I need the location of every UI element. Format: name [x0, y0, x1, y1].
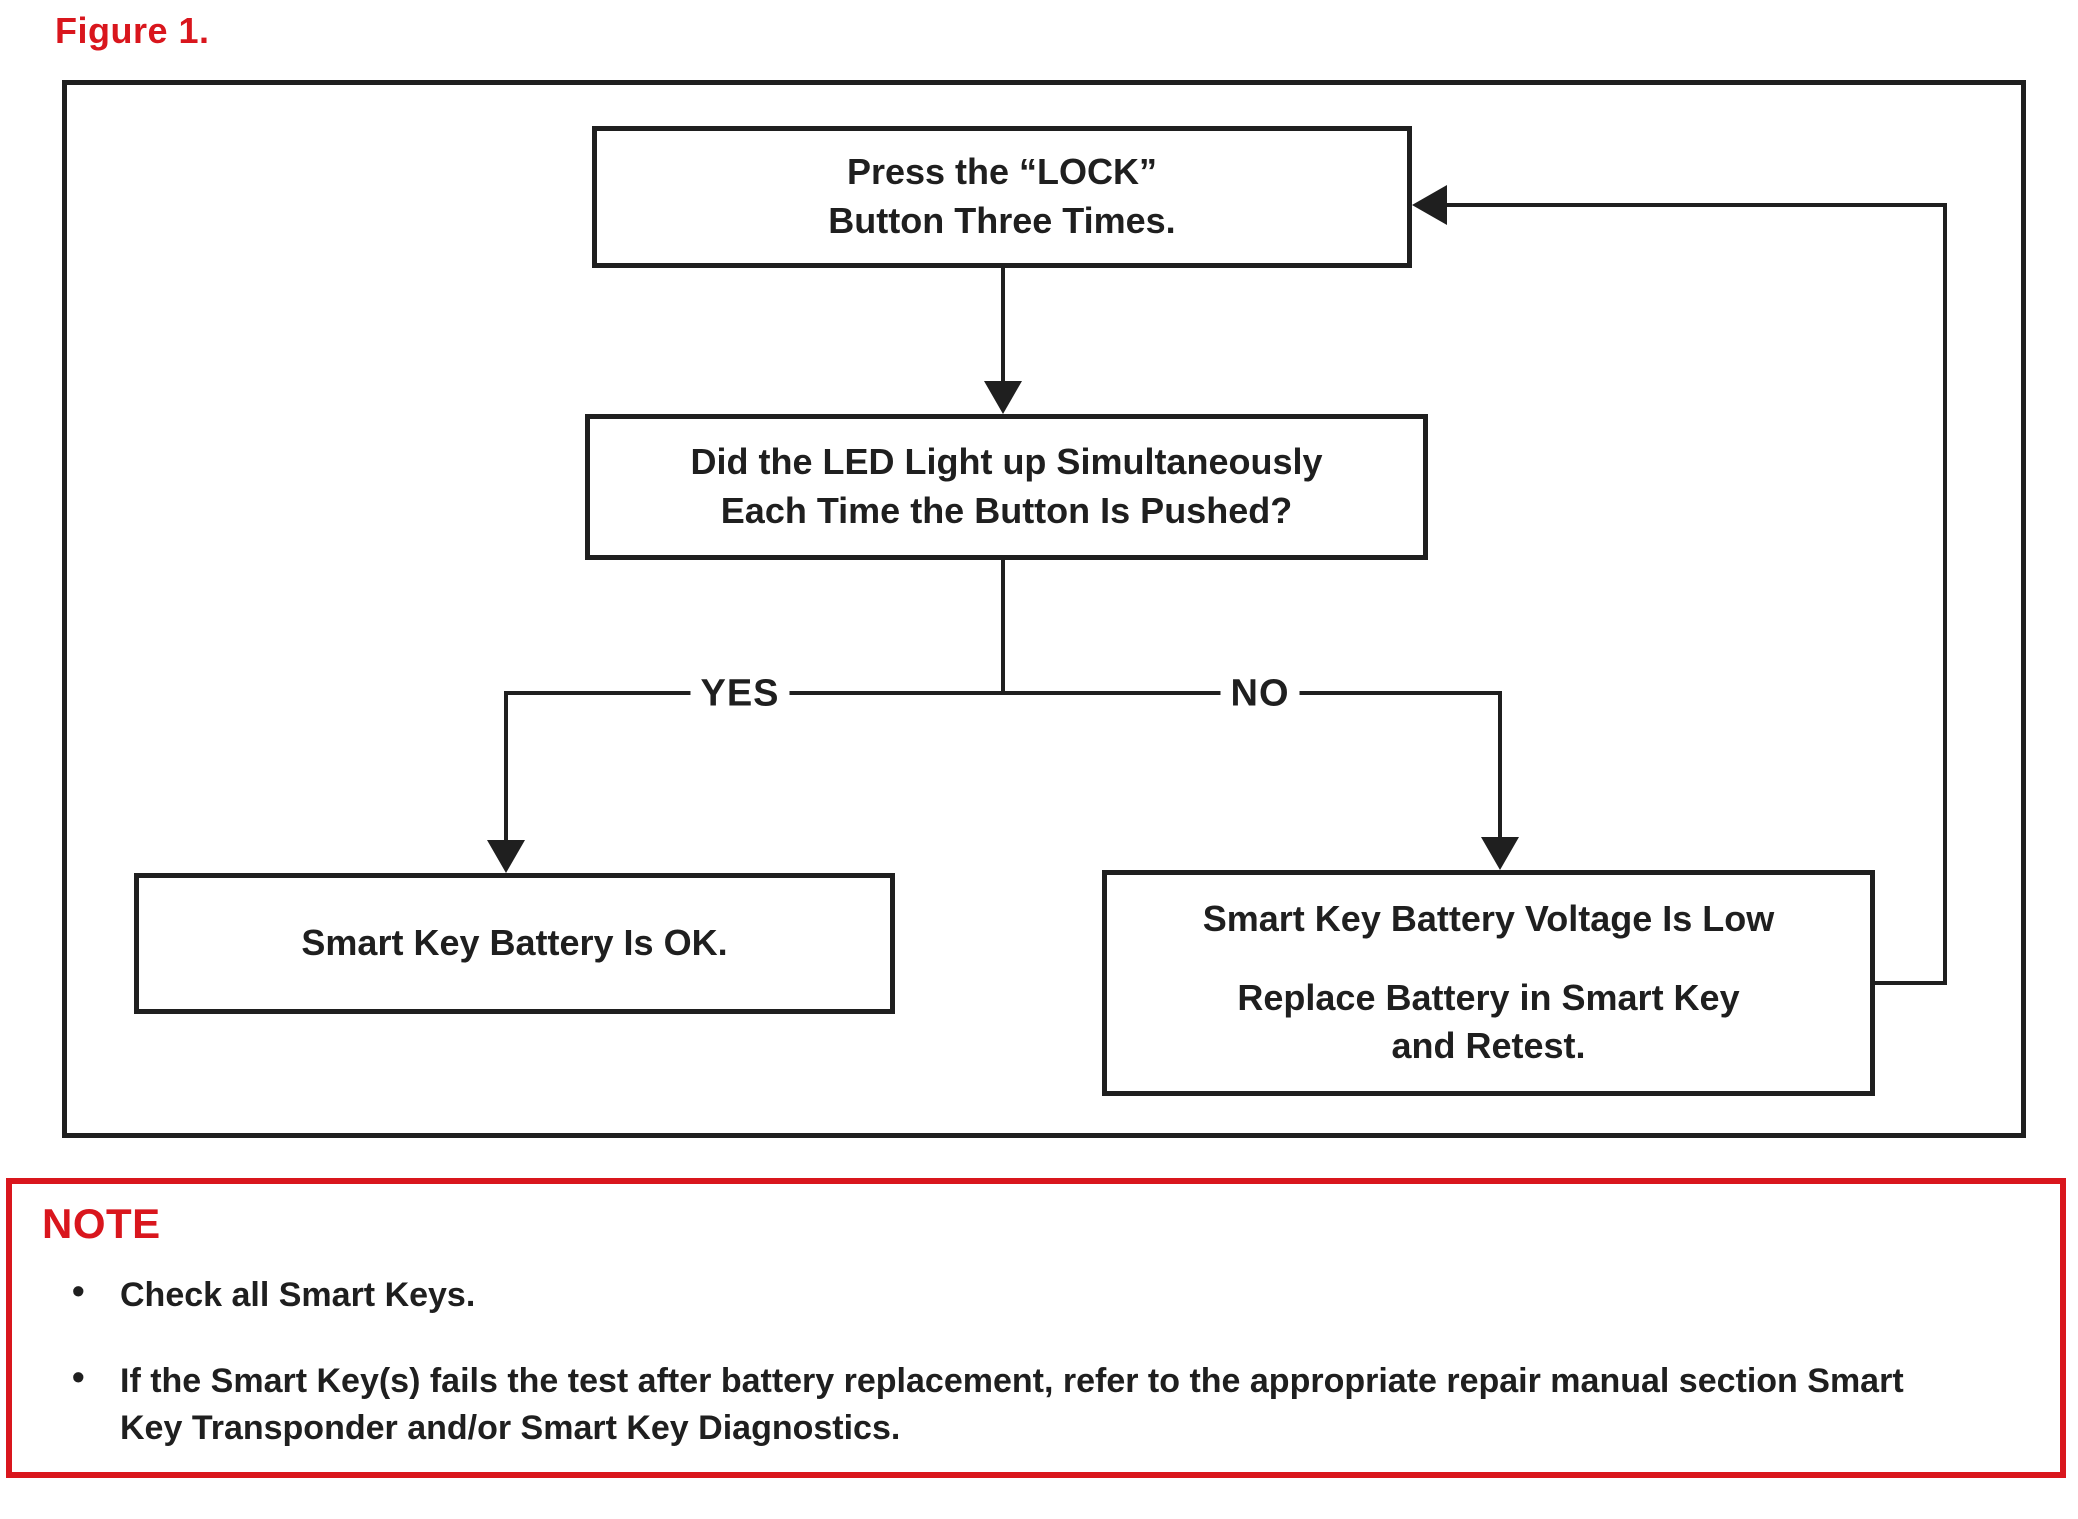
- connector-decision-stem: [1001, 560, 1005, 693]
- node-led-decision-line1: Did the LED Light up Simultaneously: [690, 441, 1323, 483]
- connector-loop-bottom: [1875, 981, 1947, 985]
- branch-label-no: NO: [1220, 672, 1300, 716]
- connector-loop-top: [1447, 203, 1947, 207]
- node-press-lock-line1: Press the “LOCK”: [846, 151, 1158, 193]
- node-battery-low-line3: and Retest.: [1391, 1025, 1586, 1067]
- connector-step1-to-decision: [1001, 268, 1005, 382]
- node-led-decision: Did the LED Light up Simultaneously Each…: [585, 414, 1428, 560]
- note-box: [6, 1178, 2066, 1478]
- bullet-icon: •: [72, 1356, 85, 1397]
- node-battery-low-line2: Replace Battery in Smart Key: [1237, 976, 1740, 1018]
- node-battery-ok-line1: Smart Key Battery Is OK.: [301, 922, 728, 964]
- node-led-decision-line2: Each Time the Button Is Pushed?: [720, 490, 1293, 531]
- node-battery-low: Smart Key Battery Voltage Is Low Replace…: [1102, 870, 1875, 1096]
- note-bullet-1: Check all Smart Keys.: [120, 1276, 476, 1314]
- note-heading: NOTE: [42, 1200, 161, 1247]
- node-press-lock-button: Press the “LOCK” Button Three Times.: [592, 126, 1412, 268]
- node-press-lock-line2: Button Three Times.: [828, 200, 1176, 241]
- arrow-down-icon: [984, 381, 1022, 414]
- connector-no-drop: [1498, 691, 1502, 838]
- node-battery-low-line1: Smart Key Battery Voltage Is Low: [1202, 898, 1775, 940]
- arrow-left-icon: [1412, 185, 1447, 225]
- connector-yes-drop: [504, 691, 508, 841]
- branch-label-yes: YES: [690, 672, 790, 716]
- bullet-icon: •: [72, 1270, 85, 1311]
- arrow-down-icon: [487, 840, 525, 873]
- connector-branch-rail: [506, 691, 1502, 695]
- arrow-down-icon: [1481, 837, 1519, 870]
- node-battery-ok: Smart Key Battery Is OK.: [134, 873, 895, 1014]
- figure-label: Figure 1.: [55, 10, 210, 51]
- connector-loop-vertical: [1943, 203, 1947, 985]
- note-bullet-2: If the Smart Key(s) fails the test after…: [120, 1362, 1904, 1447]
